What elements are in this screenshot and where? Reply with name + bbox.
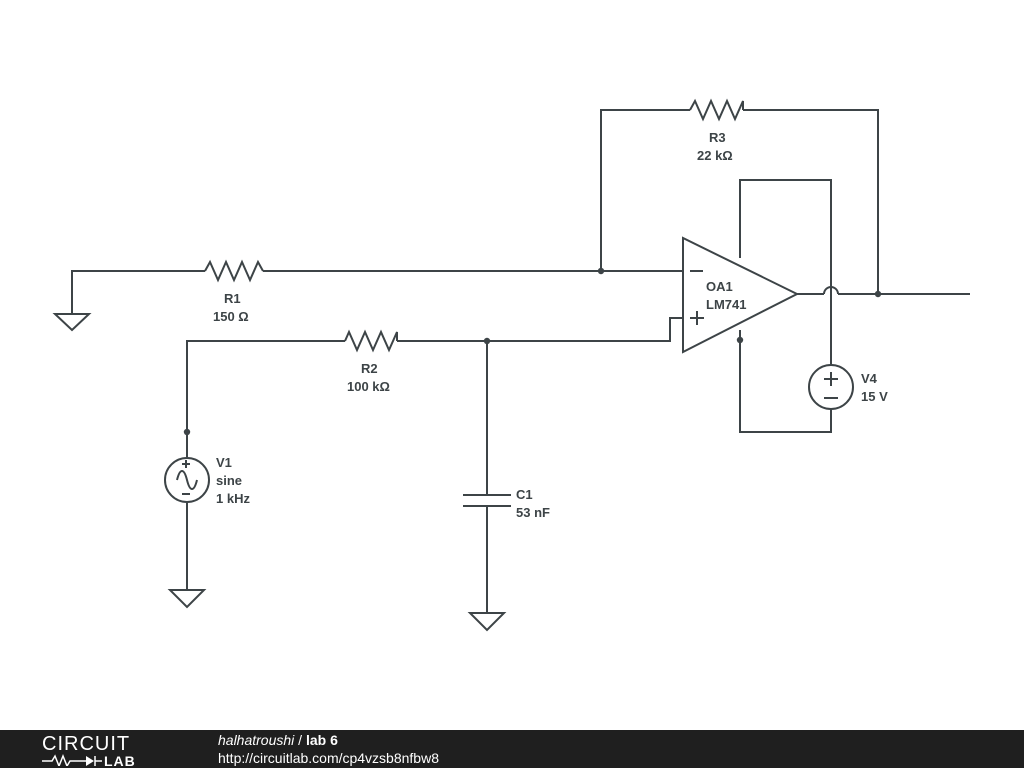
c1-name-label: C1 [516, 487, 533, 502]
wire-output [797, 286, 970, 298]
resistor-r3[interactable] [689, 98, 744, 122]
wire-supply [736, 179, 832, 433]
v4-name-label: V4 [861, 371, 878, 386]
junction-dot-output [874, 290, 882, 298]
v1-value-label: 1 kHz [216, 491, 250, 506]
opamp-oa1[interactable] [682, 236, 800, 354]
footer-separator: / [294, 732, 306, 748]
logo-text-bottom: LAB [104, 753, 136, 766]
oa1-name-label: OA1 [706, 279, 733, 294]
r3-value-label: 22 kΩ [697, 148, 733, 163]
capacitor-c1[interactable] [463, 341, 511, 613]
dc-source-v4[interactable] [808, 364, 854, 410]
resistor-r2[interactable] [344, 329, 398, 353]
r2-name-label: R2 [361, 361, 378, 376]
r1-name-label: R1 [224, 291, 241, 306]
footer-title-line: halhatroushi / lab 6 [218, 731, 439, 749]
circuit-schematic: R1 150 Ω R3 22 kΩ OA1 LM741 [52, 98, 970, 632]
v4-value-label: 15 V [861, 389, 888, 404]
wire-non-inverting-node [183, 317, 683, 436]
resistor-r1[interactable] [204, 259, 264, 283]
footer-author[interactable]: halhatroushi [218, 732, 295, 748]
ground-symbol-v1 [167, 589, 207, 609]
circuitlab-logo[interactable]: CIRCUIT LAB [42, 732, 182, 766]
footer-title[interactable]: lab 6 [305, 732, 338, 748]
footer-bar: CIRCUIT LAB halhatroushi / lab 6 http://… [0, 730, 1024, 768]
r1-value-label: 150 Ω [213, 309, 249, 324]
wire-feedback-loop [600, 109, 879, 294]
v1-kind-label: sine [216, 473, 242, 488]
v1-name-label: V1 [216, 455, 232, 470]
junction-dot-supply [736, 336, 744, 344]
r3-name-label: R3 [709, 130, 726, 145]
ground-symbol-r1 [52, 270, 205, 332]
wire-inverting-node [263, 267, 683, 275]
ac-source-v1[interactable] [164, 432, 210, 590]
ground-symbol-c1 [467, 612, 507, 632]
c1-value-label: 53 nF [516, 505, 550, 520]
oa1-model-label: LM741 [706, 297, 746, 312]
footer-info: halhatroushi / lab 6 http://circuitlab.c… [218, 731, 439, 767]
r2-value-label: 100 kΩ [347, 379, 390, 394]
logo-text-top: CIRCUIT [42, 733, 130, 755]
footer-url[interactable]: http://circuitlab.com/cp4vzsb8nfbw8 [218, 750, 439, 766]
